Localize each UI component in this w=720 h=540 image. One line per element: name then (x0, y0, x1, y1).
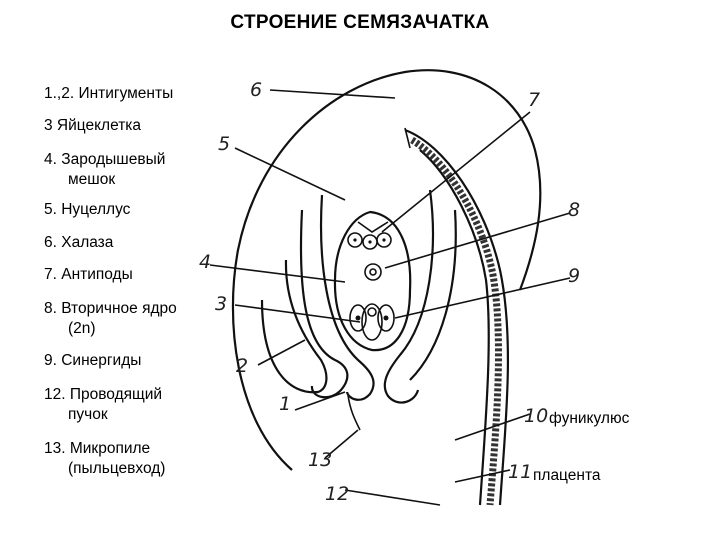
placenta-label: плацента (533, 467, 601, 484)
number-10: 10 (524, 405, 548, 427)
number-12: 12 (325, 483, 349, 505)
pointer-lines (210, 90, 570, 505)
funiculus-inner (420, 150, 489, 505)
antipodes-group (348, 222, 391, 249)
number-6: 6 (250, 79, 262, 101)
number-5: 5 (218, 133, 230, 155)
nucellus-outline (321, 195, 374, 400)
secondary-nucleus (365, 264, 381, 280)
number-4: 4 (199, 251, 211, 273)
number-9: 9 (568, 265, 580, 287)
number-8: 8 (568, 199, 580, 221)
number-7: 7 (528, 89, 540, 111)
number-2: 2 (236, 355, 248, 377)
embryo-sac (335, 212, 410, 350)
number-13: 13 (308, 449, 332, 471)
diagram-numbers: 1 2 3 4 5 6 7 8 9 10 11 12 13 (199, 79, 580, 505)
number-1: 1 (279, 393, 291, 415)
funiculus-label: фуникулюс (549, 410, 630, 427)
number-11: 11 (508, 461, 532, 483)
number-3: 3 (215, 293, 227, 315)
outer-integument-inner (262, 260, 326, 392)
